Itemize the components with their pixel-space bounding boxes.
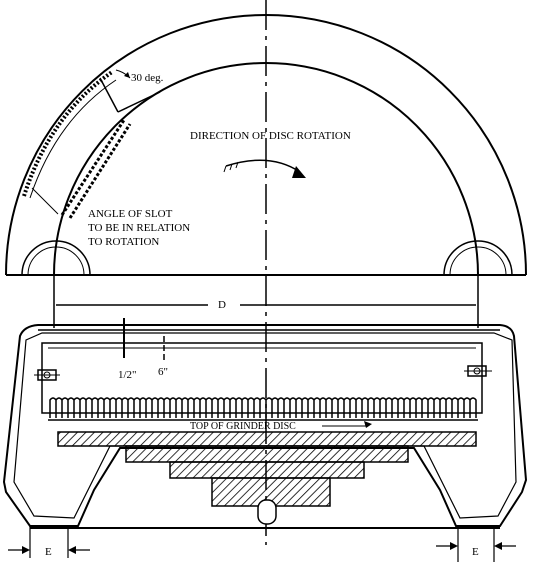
angle-arrowhead — [124, 72, 130, 78]
left-end-semicircle-inner — [27, 246, 85, 276]
angle-slot-label-3: TO ROTATION — [88, 236, 159, 248]
hub-step-1 — [125, 445, 409, 463]
housing-outer — [2, 324, 528, 527]
rotation-arrowhead — [292, 166, 306, 178]
e-left-arrowhead-b — [68, 546, 76, 554]
e-right-arrowhead-a — [450, 542, 458, 550]
inner-chamber — [41, 342, 483, 414]
right-end-semicircle-outer — [443, 240, 513, 276]
slot-leader-line — [31, 187, 59, 215]
diameter-label: D — [218, 299, 226, 311]
right-end-semicircle-inner — [449, 246, 507, 276]
grinder-teeth — [49, 397, 477, 418]
e-right-label: E — [472, 546, 479, 558]
top-disc-label: TOP OF GRINDER DISC — [190, 421, 296, 432]
e-left-label: E — [45, 546, 52, 558]
angle-slot-label-2: TO BE IN RELATION — [88, 222, 190, 234]
angle-line-a — [99, 77, 119, 113]
outer-disc-arc — [5, 14, 527, 276]
slot-band-outer — [22, 70, 114, 197]
angle-line-b — [117, 91, 161, 113]
e-right-arrowhead-b — [494, 542, 502, 550]
rotation-arrow-arc — [225, 159, 301, 173]
inner-disc-arc — [53, 62, 479, 276]
angle-30-label: 30 deg. — [131, 72, 164, 84]
half-inch-label: 1/2" — [118, 369, 137, 381]
left-end-semicircle-outer — [21, 240, 91, 276]
rotation-ticks — [223, 161, 239, 173]
e-left-arrowhead-a — [22, 546, 30, 554]
grinder-disc-plate — [57, 431, 477, 447]
angled-slot — [60, 119, 132, 219]
bolt-right-icon — [464, 365, 492, 377]
angle-slot-label-1: ANGLE OF SLOT — [88, 208, 173, 220]
shaft — [257, 499, 277, 525]
hub-step-2 — [169, 461, 365, 479]
top-disc-arrowhead — [364, 421, 372, 428]
bolt-left-icon — [34, 369, 60, 381]
slot-band-inner — [29, 79, 117, 199]
direction-label: DIRECTION OF DISC ROTATION — [190, 130, 351, 142]
six-inch-label: 6" — [158, 366, 168, 378]
